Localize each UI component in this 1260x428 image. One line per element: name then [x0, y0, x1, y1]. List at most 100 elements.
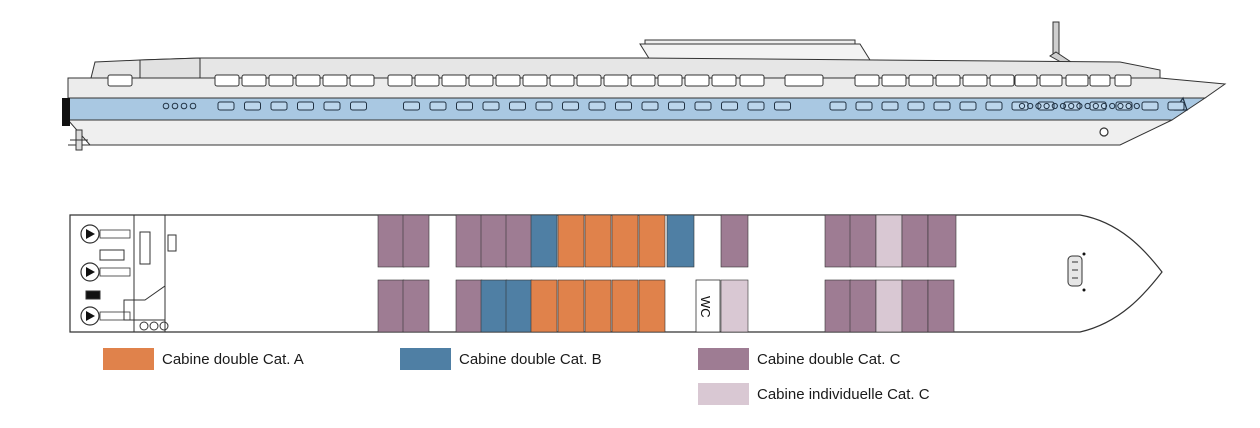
window [414, 74, 440, 87]
cabin-bottom-cat-c [402, 279, 430, 333]
cabin-bottom-cat-a [611, 279, 639, 333]
lower-portholes [162, 101, 1185, 111]
porthole [1167, 101, 1185, 111]
window [989, 74, 1015, 87]
deck-plan: WC [69, 214, 1163, 333]
wc-room [695, 279, 721, 333]
cabin-bottom-cat-a [584, 279, 612, 333]
window [854, 74, 880, 87]
porthole [881, 101, 899, 111]
lower-hull [66, 119, 1173, 146]
window [107, 74, 133, 87]
cabin-bottom-cat-b [505, 279, 533, 333]
porthole [562, 101, 579, 111]
porthole [694, 101, 712, 111]
porthole [180, 102, 188, 110]
bow-portholes [1018, 102, 1140, 110]
propeller-arrow-icon [86, 229, 95, 239]
porthole [1084, 102, 1091, 110]
cabin-top-cat-a [557, 214, 585, 268]
porthole [350, 101, 367, 111]
window [784, 74, 824, 87]
bow-marker-icon [1082, 288, 1086, 292]
propeller-shaft [99, 229, 131, 239]
porthole [588, 101, 606, 111]
window [1089, 74, 1111, 87]
window [268, 74, 294, 87]
window [1114, 74, 1132, 87]
window [322, 74, 348, 87]
window [468, 74, 494, 87]
window [908, 74, 934, 87]
porthole [482, 101, 500, 111]
window [603, 74, 629, 87]
porthole [1043, 102, 1050, 110]
window [576, 74, 602, 87]
cabin-top-cat-c [927, 214, 957, 268]
window [684, 74, 710, 87]
bow-marker-icon [1082, 252, 1086, 256]
propeller-shaft [99, 311, 131, 321]
window [630, 74, 656, 87]
window [495, 74, 521, 87]
window [657, 74, 683, 87]
porthole [1109, 102, 1116, 110]
window [549, 74, 575, 87]
cabins [377, 214, 957, 333]
porthole [959, 101, 977, 111]
propeller-arrow-icon [86, 311, 95, 321]
porthole [985, 101, 1003, 111]
porthole [297, 101, 314, 111]
propeller-arrow-icon [86, 267, 95, 277]
cabin-bottom-cat-a [638, 279, 666, 333]
cabin-bottom-cat-c [901, 279, 929, 333]
porthole [171, 102, 179, 110]
window [962, 74, 988, 87]
window [295, 74, 321, 87]
cabin-bottom-cat-c [927, 279, 955, 333]
window [1014, 74, 1038, 87]
porthole [403, 101, 420, 111]
stern-engine-room [85, 215, 177, 332]
porthole [774, 101, 791, 111]
cabin-bottom-cat-c [849, 279, 877, 333]
porthole [1117, 102, 1124, 110]
porthole [1133, 102, 1140, 110]
hull-blue-band [67, 97, 1207, 121]
window [349, 74, 375, 87]
porthole [162, 102, 170, 110]
cabin-bottom-cat-a [557, 279, 585, 333]
cabin-top-cat-c [402, 214, 430, 268]
porthole [429, 101, 447, 111]
cabin-top-cat-c [901, 214, 929, 268]
porthole [535, 101, 553, 111]
cabin-top-cat-c [720, 214, 749, 268]
cabin-top-cat-c [377, 214, 405, 268]
window [522, 74, 548, 87]
wc-label: WC [698, 296, 713, 318]
porthole [1027, 102, 1034, 110]
upper-windows [107, 74, 1132, 87]
porthole [747, 101, 765, 111]
window [881, 74, 907, 87]
cabin-top-cat-a [638, 214, 666, 268]
rudder-icon [70, 129, 88, 151]
cabin-bottom-cat-a [530, 279, 558, 333]
cabin-bottom-cat-c [824, 279, 852, 333]
cabin-top-cat-b [530, 214, 558, 268]
window [1039, 74, 1063, 87]
cabin-bottom-cat-b [480, 279, 508, 333]
porthole [1035, 102, 1042, 110]
porthole [1092, 102, 1099, 110]
cabin-bottom-cat-c [455, 279, 483, 333]
porthole [855, 101, 873, 111]
porthole [1141, 101, 1159, 111]
porthole [1018, 102, 1026, 110]
corridor [165, 267, 957, 280]
porthole [270, 101, 288, 111]
window [441, 74, 467, 87]
stern-block [62, 98, 70, 126]
cabin-top-cat-b [666, 214, 695, 268]
porthole [1076, 102, 1083, 110]
cabin-bottom-cat-c_single [720, 279, 749, 333]
